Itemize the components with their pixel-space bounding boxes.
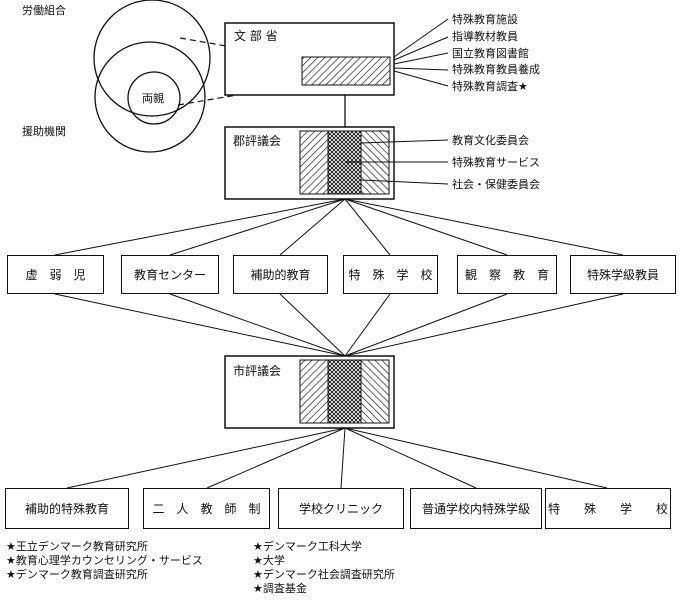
- county-council-title: 郡評議会: [233, 134, 282, 148]
- support-agency-label: 援助機関: [22, 125, 66, 138]
- facility-line-3: [393, 52, 449, 65]
- labor-union-circle: [93, 0, 211, 117]
- committee-social-health: 社会・保健委員会: [452, 178, 540, 191]
- ministry-facility-4: 特殊教育教員養成: [452, 63, 540, 76]
- footnote-left-1: ★王立デンマーク教育研究所: [6, 540, 148, 553]
- facility-line-1: [393, 18, 449, 58]
- footnote-left-3: ★デンマーク教育調査研究所: [6, 568, 148, 581]
- service-education-center: 教育センター: [121, 255, 219, 294]
- ministry-title: 文 部 省: [234, 29, 278, 43]
- service-two-teacher-system: 二 人 教 師 制: [143, 488, 270, 529]
- city-block-right: [360, 359, 390, 424]
- committee-education-culture: 教育文化委員会: [452, 134, 529, 147]
- city-block-mid: [327, 359, 362, 424]
- service-school-clinic: 学校クリニック: [278, 488, 404, 529]
- support-agency-circle: [94, 41, 206, 153]
- facility-line-5: [393, 70, 449, 87]
- facility-line-4: [393, 67, 449, 71]
- committee-line-3: [360, 179, 449, 185]
- footnote-right-4: ★調査基金: [253, 582, 307, 595]
- ministry-hatched-block: [301, 56, 391, 86]
- service-supplementary-education: 補助的教育: [233, 255, 328, 294]
- footnote-right-2: ★大学: [253, 554, 285, 567]
- parents-circle: [127, 71, 181, 125]
- facility-line-2: [393, 36, 449, 61]
- city-fan-lines: [66, 427, 608, 489]
- committee-special-education: 特殊教育サービス: [452, 156, 540, 169]
- service-special-school-city: 特 殊 学 校: [545, 488, 671, 529]
- service-supplementary-special-education: 補助的特殊教育: [5, 488, 129, 529]
- service-frail-children: 虚 弱 児: [7, 255, 104, 294]
- footnote-right-3: ★デンマーク社会調査研究所: [253, 568, 395, 581]
- ministry-facility-5: 特殊教育調査★: [452, 80, 528, 93]
- county-block-left: [299, 130, 329, 195]
- county-fan-lines: [54, 198, 624, 256]
- service-special-class-in-regular-school: 普通学校内特殊学級: [410, 488, 542, 529]
- row1-to-city-lines: [54, 293, 624, 357]
- city-block-left: [299, 359, 329, 424]
- parents-label: 両親: [142, 92, 164, 105]
- service-observation-education: 観 察 教 育: [457, 255, 557, 294]
- labor-union-label: 労働組合: [22, 4, 66, 17]
- service-special-class-teacher: 特殊学級教員: [570, 255, 676, 294]
- service-special-school: 特 殊 学 校: [343, 255, 438, 294]
- committee-line-1: [360, 139, 449, 144]
- footnote-left-2: ★教育心理学カウンセリング・サービス: [6, 554, 203, 567]
- ministry-facility-3: 国立教育図書館: [452, 47, 529, 60]
- city-council-title: 市評議会: [233, 364, 282, 378]
- footnote-right-1: ★デンマーク工科大学: [253, 540, 362, 553]
- ministry-facility-1: 特殊教育施設: [452, 13, 518, 26]
- ministry-facility-2: 指導教材教員: [452, 30, 518, 43]
